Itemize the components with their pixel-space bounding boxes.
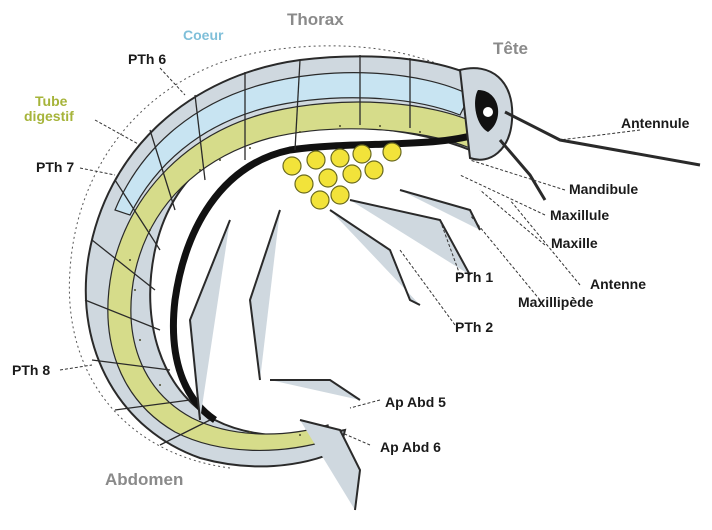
label-maxille: Maxille xyxy=(551,236,598,250)
label-pth1: PTh 1 xyxy=(455,270,493,284)
label-mandibule: Mandibule xyxy=(569,182,638,196)
label-pth7: PTh 7 xyxy=(36,160,74,174)
label-tube-digestif-2: digestif xyxy=(24,109,74,124)
antenna-shape xyxy=(500,140,545,200)
label-pth2: PTh 2 xyxy=(455,320,493,334)
label-tube-digestif-1: Tube xyxy=(35,94,67,109)
label-tete: Tête xyxy=(493,40,528,57)
label-coeur: Coeur xyxy=(183,28,223,42)
label-abdomen: Abdomen xyxy=(105,471,183,488)
label-ap-abd5: Ap Abd 5 xyxy=(385,395,446,409)
label-antenne: Antenne xyxy=(590,277,646,291)
label-maxillule: Maxillule xyxy=(550,208,609,222)
eye-highlight xyxy=(483,107,493,117)
label-maxillipede: Maxillipède xyxy=(518,295,593,309)
label-ap-abd6: Ap Abd 6 xyxy=(380,440,441,454)
label-pth6: PTh 6 xyxy=(128,52,166,66)
label-thorax: Thorax xyxy=(287,11,344,28)
eggs xyxy=(283,143,401,209)
label-antennule: Antennule xyxy=(621,116,689,130)
label-pth8: PTh 8 xyxy=(12,363,50,377)
